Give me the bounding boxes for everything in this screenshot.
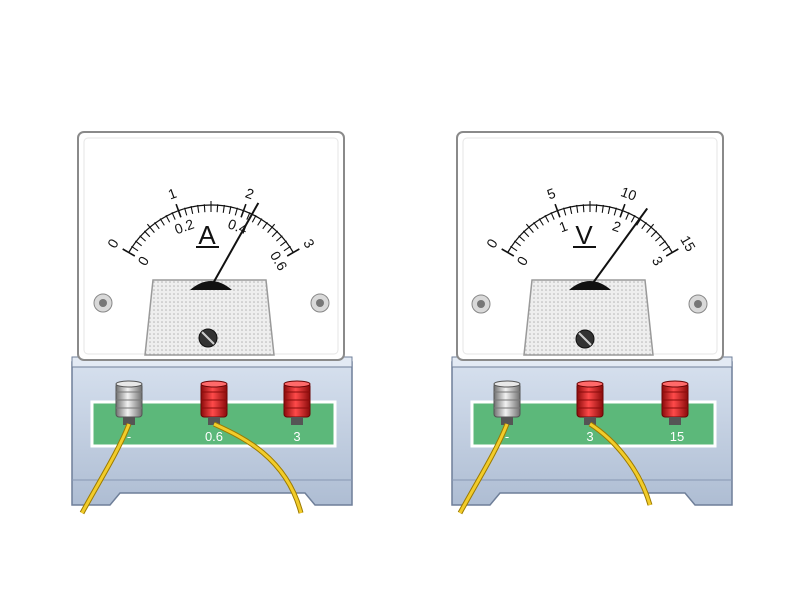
zero-adjust-screw-icon[interactable] — [198, 328, 218, 348]
terminal-positive-1[interactable] — [576, 380, 604, 425]
scale-tick — [514, 240, 521, 247]
scale-tick — [563, 207, 567, 216]
scale-tick — [280, 240, 287, 247]
scale-tick — [154, 222, 160, 230]
scale-tick — [246, 212, 251, 220]
terminal-label: 15 — [670, 429, 684, 444]
terminal-label: - — [127, 429, 131, 444]
scale-tick — [501, 248, 515, 257]
zero-adjust-screw-icon[interactable] — [575, 329, 595, 349]
scale-tick — [135, 240, 142, 247]
scale-tick — [267, 223, 276, 233]
scale-tick — [625, 212, 630, 220]
scale-tick — [646, 223, 655, 233]
scale-tick — [518, 235, 525, 242]
terminal-positive-1[interactable] — [200, 380, 228, 425]
scale-tick — [613, 207, 617, 216]
scale-tick — [203, 204, 206, 213]
scale-tick — [538, 218, 544, 226]
scale-tick — [662, 245, 670, 252]
scale-tick — [641, 222, 647, 230]
scale-tick — [190, 205, 194, 215]
scale-tick — [251, 214, 257, 223]
scale-tick — [283, 245, 291, 252]
scale-tick — [131, 245, 139, 252]
scale-tick — [569, 205, 573, 215]
scale-tick — [216, 204, 219, 213]
mounting-screw-icon — [93, 293, 113, 313]
unit-symbol: V — [575, 220, 593, 250]
scale-tick — [554, 203, 561, 218]
terminal-label: 0.6 — [205, 429, 223, 444]
scale-label-outer: 15 — [677, 233, 699, 255]
terminal-negative[interactable] — [115, 380, 143, 425]
scale-tick — [143, 230, 151, 238]
scale-tick — [262, 222, 268, 230]
scale-tick — [234, 207, 238, 216]
needle — [210, 202, 260, 288]
scale-tick — [522, 230, 530, 238]
terminal-negative[interactable] — [493, 380, 521, 425]
scale-tick — [222, 204, 225, 213]
scale-tick — [576, 204, 579, 213]
scale-tick — [122, 248, 136, 257]
terminal-positive-2[interactable] — [283, 380, 311, 425]
scale-tick — [601, 204, 604, 213]
scale-tick — [533, 222, 539, 230]
scale-tick — [525, 223, 534, 233]
needle-window — [523, 279, 654, 356]
scale-label-inner: 0.2 — [172, 216, 196, 238]
scale-tick — [184, 207, 188, 216]
terminal-label: - — [505, 429, 509, 444]
terminal-label: 3 — [293, 429, 300, 444]
scale-tick — [276, 235, 283, 242]
scale-tick — [146, 223, 155, 233]
terminal-positive-2[interactable] — [661, 380, 689, 425]
needle — [589, 207, 649, 288]
terminal-label: 3 — [586, 429, 593, 444]
scale-label-outer: 10 — [619, 183, 639, 203]
scale-tick — [286, 248, 300, 257]
scale-tick — [595, 204, 598, 213]
scale-tick — [257, 218, 263, 226]
mounting-screw-icon — [688, 294, 708, 314]
scale-tick — [510, 245, 518, 252]
mounting-screw-icon — [471, 294, 491, 314]
scale-tick — [175, 203, 182, 218]
mounting-screw-icon — [310, 293, 330, 313]
scale-tick — [171, 212, 176, 220]
needle-window — [144, 279, 275, 356]
scale-tick — [650, 230, 658, 238]
scale-tick — [655, 235, 662, 242]
unit-symbol: A — [198, 220, 216, 250]
scale-tick — [228, 205, 232, 215]
scale-tick — [159, 218, 165, 226]
scale-tick — [197, 204, 200, 213]
scale-tick — [165, 214, 171, 223]
scale-tick — [630, 214, 636, 223]
scale-tick — [271, 230, 279, 238]
scale-tick — [607, 205, 611, 215]
scale-tick — [582, 204, 585, 213]
scale-tick — [544, 214, 550, 223]
scale-tick — [659, 240, 666, 247]
scale-label-inner: 0.4 — [226, 216, 250, 238]
scale-tick — [550, 212, 555, 220]
scale-tick — [619, 203, 626, 218]
scale-tick — [240, 203, 247, 218]
scale-tick — [139, 235, 146, 242]
scale-tick — [665, 248, 679, 257]
